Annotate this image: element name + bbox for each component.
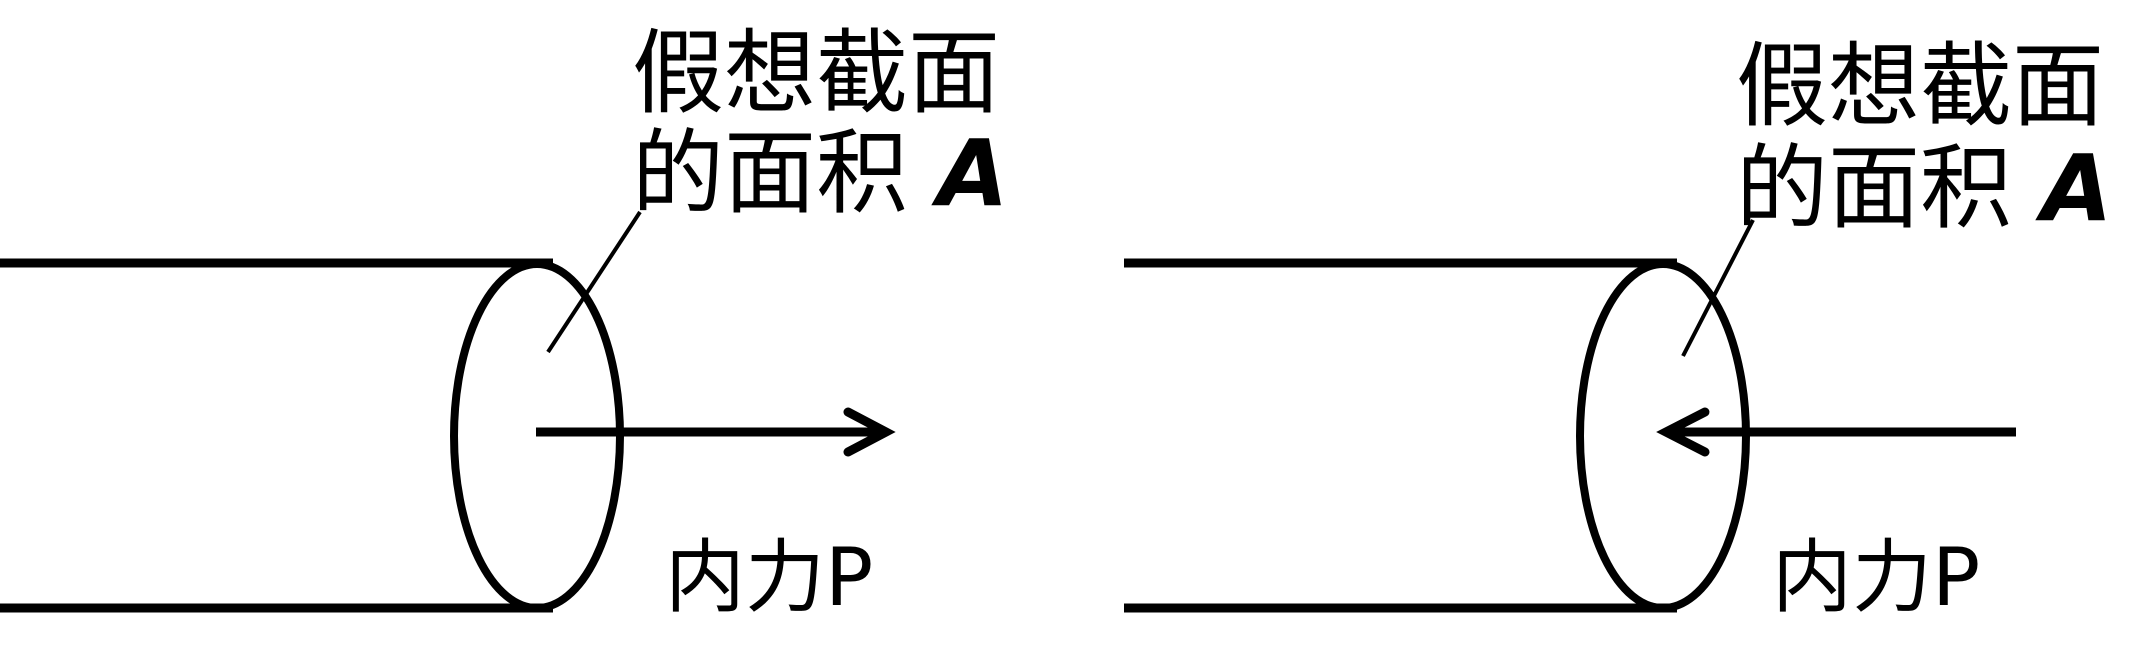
force-label: 内力P — [1772, 531, 1980, 624]
section-label-text: 的面积 — [632, 120, 937, 227]
right-diagram: 假想截面 的面积 A 内力P — [1124, 33, 2112, 624]
area-symbol: A — [2035, 135, 2112, 242]
force-arrow-head-icon — [843, 407, 896, 457]
section-label-line1: 假想截面 — [1736, 33, 2104, 140]
section-label-line2: 的面积 A — [632, 120, 1008, 227]
force-arrow-head-icon — [1656, 407, 1710, 457]
area-symbol: A — [931, 120, 1008, 227]
leader-line — [546, 210, 642, 354]
section-label-line2: 的面积 A — [1736, 135, 2112, 242]
left-diagram: 假想截面 的面积 A 内力P — [0, 20, 1008, 624]
force-label: 内力P — [665, 531, 873, 624]
leader-line — [1681, 219, 1755, 357]
section-label-line1: 假想截面 — [632, 20, 1000, 127]
section-label-text: 的面积 — [1736, 135, 2041, 242]
